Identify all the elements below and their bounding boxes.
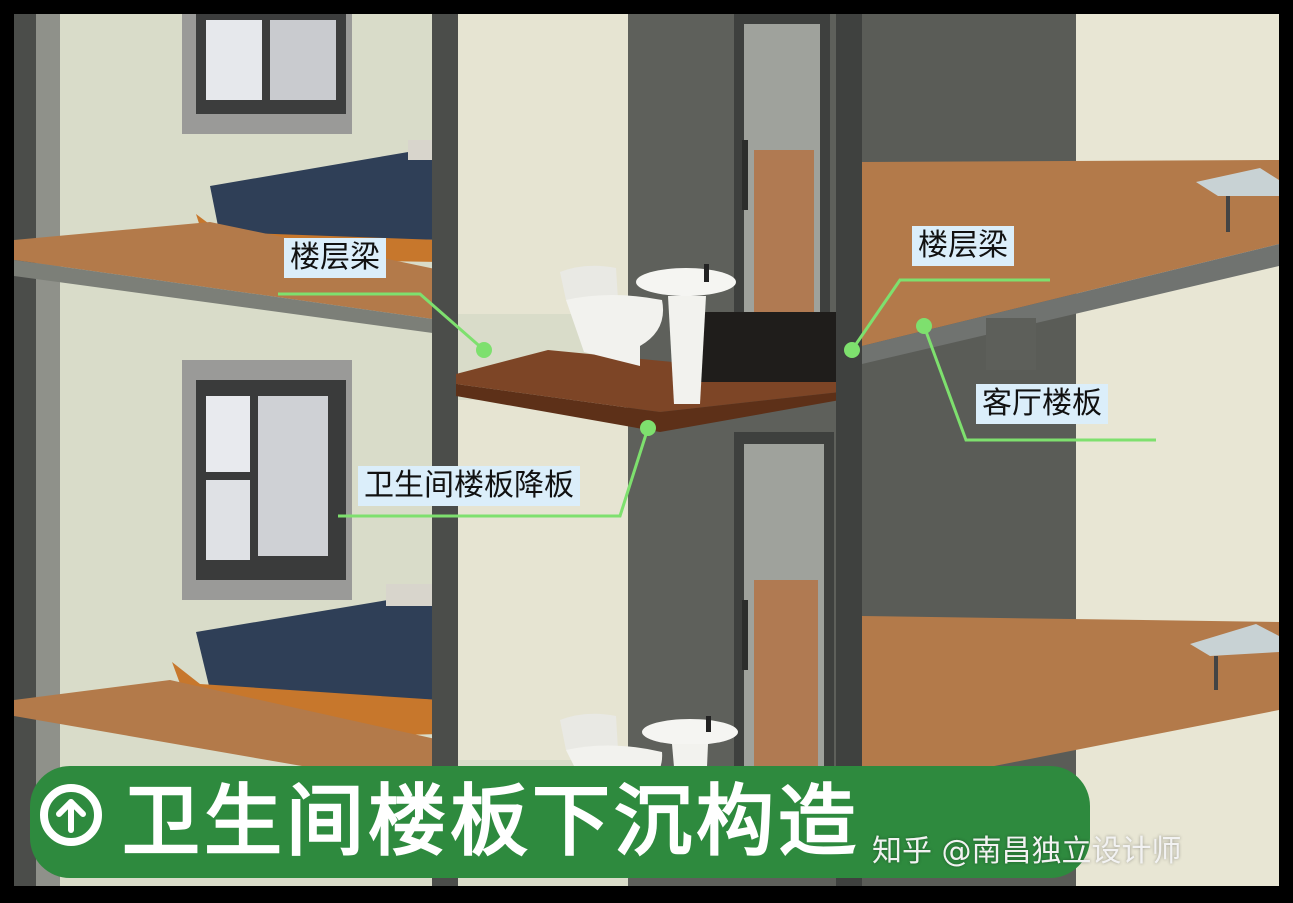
living-slab-dot	[916, 318, 932, 334]
living-slab-leader	[922, 325, 1156, 442]
upper-living-room-floor	[862, 160, 1279, 346]
sunken-slab-leader	[338, 427, 650, 518]
label-living-room-slab: 客厅楼板	[976, 384, 1108, 424]
sunken-slab-dot	[640, 420, 656, 436]
beam-left-leader	[278, 292, 485, 352]
beam-left-dot	[476, 342, 492, 358]
upper-basin	[636, 264, 736, 404]
lower-living-room-floor	[862, 616, 1279, 792]
lower-glass-door	[734, 432, 834, 792]
left-wall	[36, 14, 60, 886]
callout-dots	[476, 318, 932, 436]
bathroom-sunken-slab	[456, 350, 840, 412]
banner-title: 卫生间楼板下沉构造	[122, 777, 861, 867]
central-beige-panel	[458, 14, 630, 314]
label-beam-right: 楼层梁	[912, 226, 1014, 266]
right-exterior-wall	[1076, 14, 1279, 886]
watermark: 知乎 @南昌独立设计师	[872, 834, 1182, 869]
upper-glass-door	[734, 14, 830, 334]
beam-right-leader	[850, 278, 1050, 351]
upper-window	[182, 14, 352, 134]
arrow-up-circle-icon	[40, 784, 102, 846]
left-outer-column	[14, 14, 36, 886]
upper-toilet	[560, 265, 664, 366]
callout-lines	[278, 278, 1156, 518]
lower-window	[182, 360, 352, 600]
lower-glass-table	[1190, 624, 1279, 690]
lower-bed	[172, 584, 440, 736]
right-column	[836, 14, 862, 886]
upper-glass-table	[1196, 168, 1279, 232]
central-wall	[432, 14, 458, 886]
title-banner	[30, 766, 1090, 878]
lower-bedroom-floor	[14, 680, 440, 790]
label-bathroom-sunken-slab: 卫生间楼板降板	[358, 466, 580, 506]
label-beam-left: 楼层梁	[284, 238, 386, 278]
beam-right-dot	[844, 342, 860, 358]
